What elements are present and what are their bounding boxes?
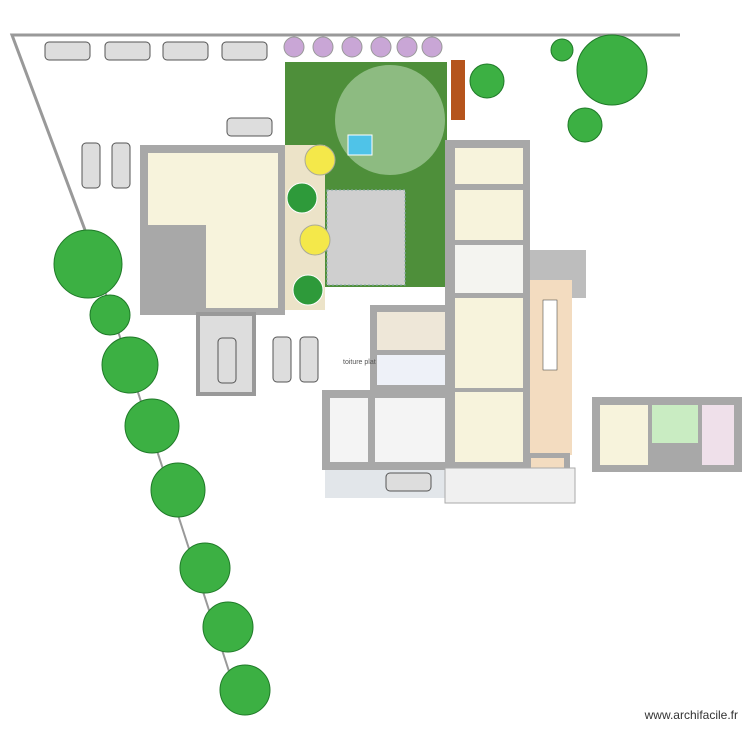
umbrellas (286, 144, 336, 306)
room-r2 (455, 190, 523, 240)
annex-room-2 (652, 405, 698, 443)
wood-deck (451, 60, 465, 120)
pool (347, 134, 373, 156)
shrubs (283, 36, 443, 58)
tree-shade (335, 65, 445, 175)
room-beige (377, 312, 445, 350)
kitchen (455, 392, 523, 462)
property-boundary (9, 33, 680, 231)
living-room (455, 298, 523, 388)
trees (53, 34, 648, 716)
watermark[interactable]: www.archifacile.fr (644, 708, 738, 722)
room-r1 (455, 148, 523, 184)
cars (44, 41, 432, 492)
room-lower-left (330, 398, 368, 462)
annex-room-1 (600, 405, 648, 465)
garage-room (148, 153, 278, 308)
roof-label: toiture plat (343, 359, 376, 366)
dining-table (542, 299, 558, 371)
south-terrace (444, 467, 576, 504)
annex-room-3 (702, 405, 734, 465)
room-lower-right (375, 398, 445, 462)
room-r3 (455, 245, 523, 293)
terrace-paving (326, 189, 406, 286)
room-blue (377, 355, 445, 385)
